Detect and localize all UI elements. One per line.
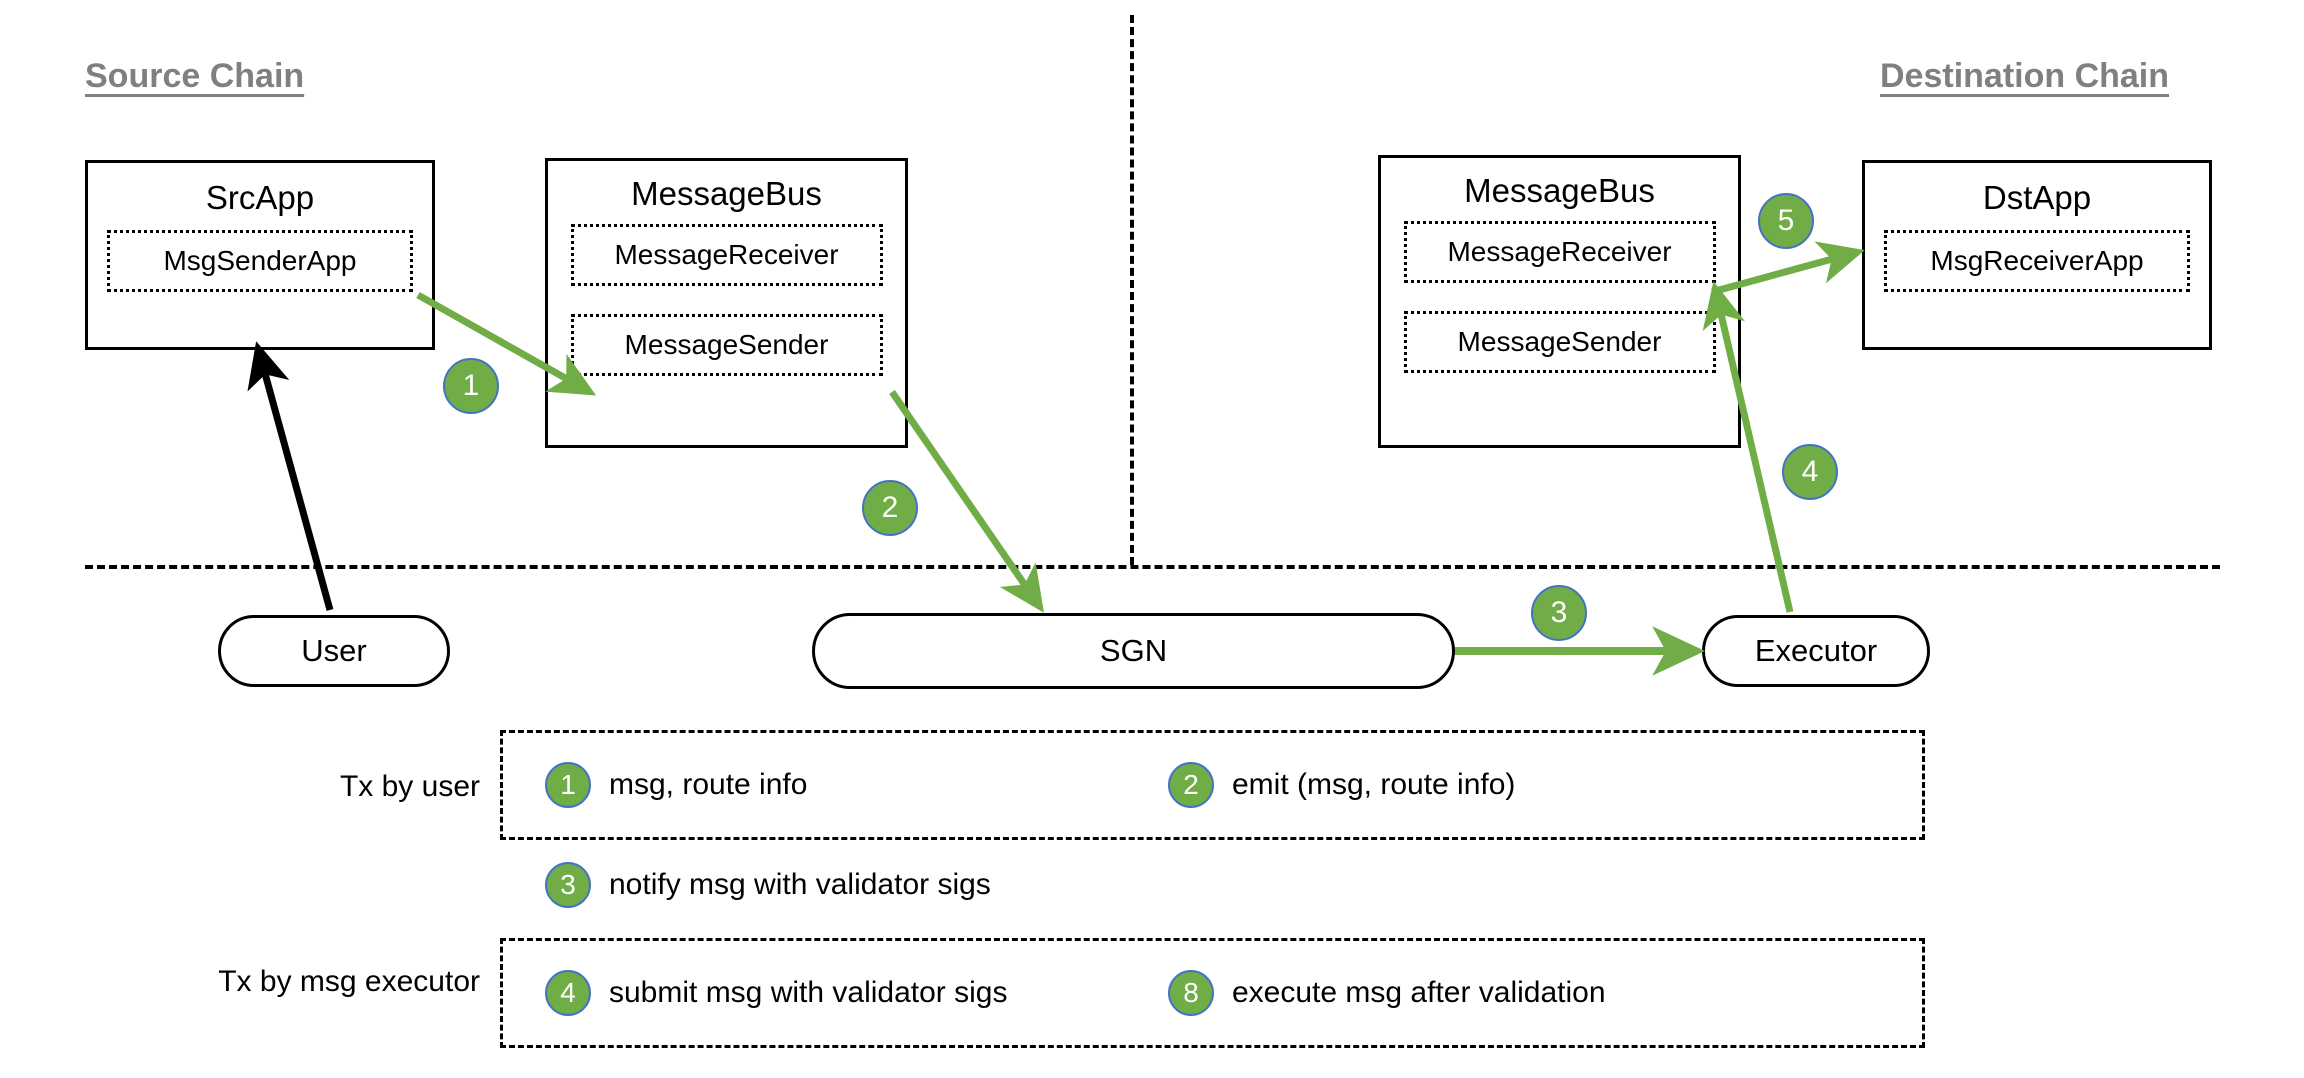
arrow-user-to-src-app xyxy=(247,341,334,611)
dst-app-title: DstApp xyxy=(1982,179,2092,216)
chain-divider-vertical xyxy=(1130,15,1134,565)
legend-text-1: msg, route info xyxy=(609,768,808,801)
legend-group-tx-by-msg-executor xyxy=(500,938,1925,1048)
dst-app-box[interactable]: DstApp MsgReceiverApp xyxy=(1862,160,2212,350)
legend-badge-2: 2 xyxy=(1168,762,1214,808)
source-message-bus-box[interactable]: MessageBus MessageReceiver MessageSender xyxy=(545,158,908,448)
msg-sender-app-box[interactable]: MsgSenderApp xyxy=(107,230,413,292)
destination-message-bus-title: MessageBus xyxy=(1464,172,1655,209)
legend-label-tx-by-msg-executor: Tx by msg executor xyxy=(218,965,480,998)
legend-item-1: 1 msg, route info xyxy=(545,762,807,808)
legend-group-tx-by-user xyxy=(500,730,1925,840)
source-chain-title: Source Chain xyxy=(85,57,305,95)
legend-badge-5: 8 xyxy=(1168,970,1214,1016)
legend-badge-3: 3 xyxy=(545,862,591,908)
legend-text-5: execute msg after validation xyxy=(1232,976,1606,1009)
flow-badge-4: 4 xyxy=(1782,444,1838,500)
legend-item-4: 4 submit msg with validator sigs xyxy=(545,970,1007,1016)
flow-badge-2: 2 xyxy=(862,480,918,536)
legend-badge-4: 4 xyxy=(545,970,591,1016)
src-app-box[interactable]: SrcApp MsgSenderApp xyxy=(85,160,435,350)
legend-item-5: 8 execute msg after validation xyxy=(1168,970,1606,1016)
executor-node[interactable]: Executor xyxy=(1702,615,1930,687)
src-app-title: SrcApp xyxy=(205,179,315,216)
legend-text-4: submit msg with validator sigs xyxy=(609,976,1008,1009)
destination-message-sender-box[interactable]: MessageSender xyxy=(1403,311,1716,373)
destination-message-receiver-box[interactable]: MessageReceiver xyxy=(1403,221,1716,283)
legend-text-3: notify msg with validator sigs xyxy=(609,868,991,901)
legend-text-2: emit (msg, route info) xyxy=(1232,768,1516,801)
onchain-offchain-divider xyxy=(85,565,2220,569)
legend-item-3: 3 notify msg with validator sigs xyxy=(545,862,991,908)
flow-badge-1: 1 xyxy=(443,358,499,414)
source-message-sender-box[interactable]: MessageSender xyxy=(570,314,883,376)
msg-receiver-app-box[interactable]: MsgReceiverApp xyxy=(1884,230,2190,292)
user-node[interactable]: User xyxy=(218,615,450,687)
source-message-receiver-box[interactable]: MessageReceiver xyxy=(570,224,883,286)
legend-badge-1: 1 xyxy=(545,762,591,808)
source-message-bus-title: MessageBus xyxy=(631,175,822,212)
flow-badge-3: 3 xyxy=(1531,585,1587,641)
legend-item-2: 2 emit (msg, route info) xyxy=(1168,762,1515,808)
legend-label-tx-by-user: Tx by user xyxy=(339,770,480,803)
sgn-node[interactable]: SGN xyxy=(812,613,1455,689)
destination-message-bus-box[interactable]: MessageBus MessageReceiver MessageSender xyxy=(1378,155,1741,448)
flow-badge-5: 5 xyxy=(1758,193,1814,249)
destination-chain-title: Destination Chain xyxy=(1880,57,2170,95)
